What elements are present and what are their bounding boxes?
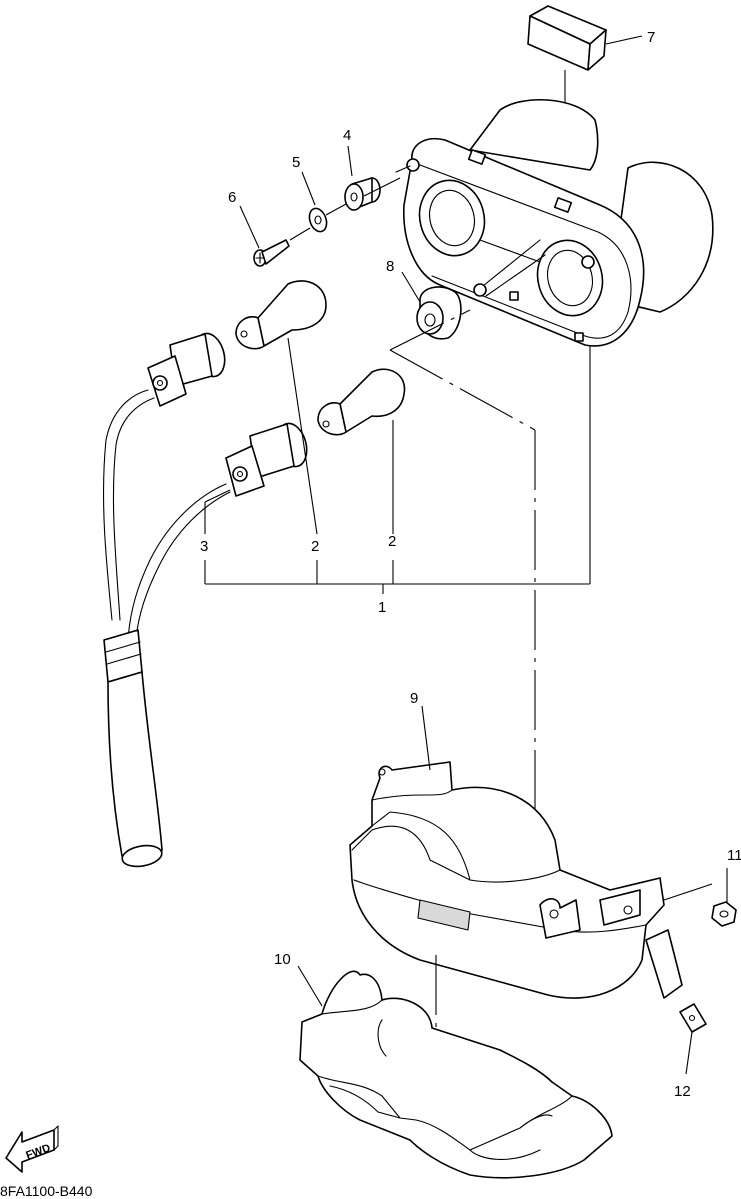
callout-2b: 2 xyxy=(388,533,396,550)
part-8-grommet xyxy=(416,286,462,340)
assembly-bracket-1 xyxy=(204,337,591,594)
part-2-bulb-upper xyxy=(235,280,327,350)
part-3-socket-lower xyxy=(225,422,308,497)
part-7-block xyxy=(527,5,607,71)
lamp-housing xyxy=(395,98,714,347)
callout-12: 12 xyxy=(674,1083,691,1100)
callout-9: 9 xyxy=(410,690,418,707)
leader-10 xyxy=(297,965,323,1007)
callout-4: 4 xyxy=(343,127,351,144)
part-5-washer xyxy=(308,207,328,233)
leader-4 xyxy=(347,145,353,177)
callout-8: 8 xyxy=(386,258,394,275)
part-12-clip xyxy=(679,1003,707,1033)
part-6-screw xyxy=(253,239,290,267)
leader-7 xyxy=(605,35,643,45)
part-10-guard xyxy=(299,970,613,1179)
forward-direction-arrow: FWD xyxy=(5,1125,59,1173)
callout-10: 10 xyxy=(274,951,291,968)
part-11-nut xyxy=(711,901,737,927)
leader-5 xyxy=(301,171,316,206)
leader-12 xyxy=(685,1031,693,1075)
leader-8 xyxy=(401,271,421,303)
callout-2a: 2 xyxy=(311,538,319,555)
callout-6: 6 xyxy=(228,189,236,206)
part-2-bulb-lower xyxy=(317,368,406,436)
callout-5: 5 xyxy=(292,154,300,171)
callout-1: 1 xyxy=(378,599,386,616)
part-3-socket-upper xyxy=(147,332,226,407)
callout-11: 11 xyxy=(727,847,741,864)
leader-9 xyxy=(421,705,431,771)
part-4-grommet xyxy=(344,177,381,211)
leader-6 xyxy=(239,205,260,249)
part-9-lower-cover xyxy=(349,761,683,999)
wire-harness xyxy=(102,389,231,868)
callout-7: 7 xyxy=(647,29,655,46)
callout-3: 3 xyxy=(200,538,208,555)
drawing-code: 8FA1100-B440 xyxy=(0,1183,93,1199)
